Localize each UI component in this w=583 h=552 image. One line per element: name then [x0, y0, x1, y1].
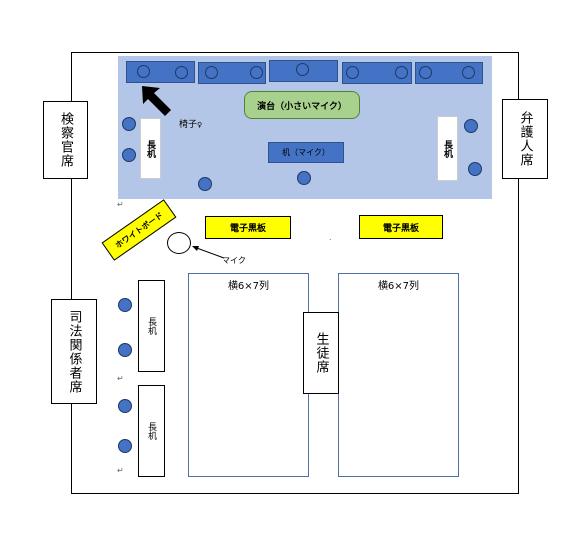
podium: 演台（小さいマイク） [244, 91, 360, 119]
bench-chair [137, 65, 150, 78]
paragraph-mark: . [329, 233, 332, 242]
long-desk-right-label: 長机 [442, 139, 452, 158]
bench-chair [346, 66, 359, 79]
judicial-chair [118, 399, 132, 413]
long-desk-judicial-1-label: 長机 [146, 317, 156, 335]
bench-chair [395, 66, 408, 79]
desk-mic: 机（マイク） [268, 142, 344, 163]
room-outline [71, 52, 519, 494]
defense-seat-label: 弁護人席 [502, 99, 548, 179]
mic-label: マイク [222, 256, 246, 265]
desk-mic-label: 机（マイク） [282, 148, 330, 157]
long-desk-right: 長机 [437, 116, 458, 181]
judicial-seat-label: 司法関係者席 [51, 299, 97, 404]
bench-chair [462, 66, 475, 79]
circle-mic-icon [167, 232, 191, 254]
paragraph-mark: ↵ [117, 374, 124, 383]
paragraph-mark: ↵ [117, 200, 124, 209]
long-desk-left: 長机 [140, 118, 161, 179]
mic-pointer-arrow [192, 246, 225, 259]
stage-chair [468, 162, 482, 176]
stage-chair [122, 117, 136, 131]
e-board-1: 電子黒板 [205, 216, 291, 239]
judicial-chair [118, 439, 132, 453]
long-desk-judicial-2: 長机 [138, 385, 165, 477]
top-bench-4 [342, 62, 412, 84]
bench-chair [296, 63, 309, 76]
chair-label: 椅子♀ [179, 120, 203, 130]
judicial-chair [118, 298, 132, 312]
stage-chair [297, 171, 311, 185]
stage-chair [122, 148, 136, 162]
paragraph-mark: ↵ [117, 466, 124, 475]
long-desk-judicial-2-label: 長机 [146, 422, 156, 440]
bench-chair [175, 66, 188, 79]
prosecutor-seat-label: 検察官席 [43, 101, 88, 179]
student-seats-left-label: 横6×7列 [227, 281, 270, 292]
bench-chair [250, 66, 263, 79]
black-arrow-icon [142, 86, 171, 116]
bench-chair [205, 66, 218, 79]
student-seats-right: 横6×7列 [338, 273, 459, 477]
bench-chair [419, 66, 432, 79]
long-desk-left-label: 長机 [145, 139, 155, 158]
judicial-chair [118, 343, 132, 357]
student-seats-right-label: 横6×7列 [377, 281, 420, 292]
e-board-2: 電子黒板 [359, 215, 443, 239]
student-seats-left: 横6×7列 [188, 273, 309, 477]
e-board-2-label: 電子黒板 [382, 223, 419, 234]
e-board-1-label: 電子黒板 [229, 224, 266, 234]
stage-chair [464, 119, 478, 133]
student-seat-label: 生徒席 [303, 312, 339, 394]
stage-chair [198, 177, 212, 191]
long-desk-judicial-1: 長机 [138, 280, 165, 372]
podium-label: 演台（小さいマイク） [257, 101, 347, 112]
